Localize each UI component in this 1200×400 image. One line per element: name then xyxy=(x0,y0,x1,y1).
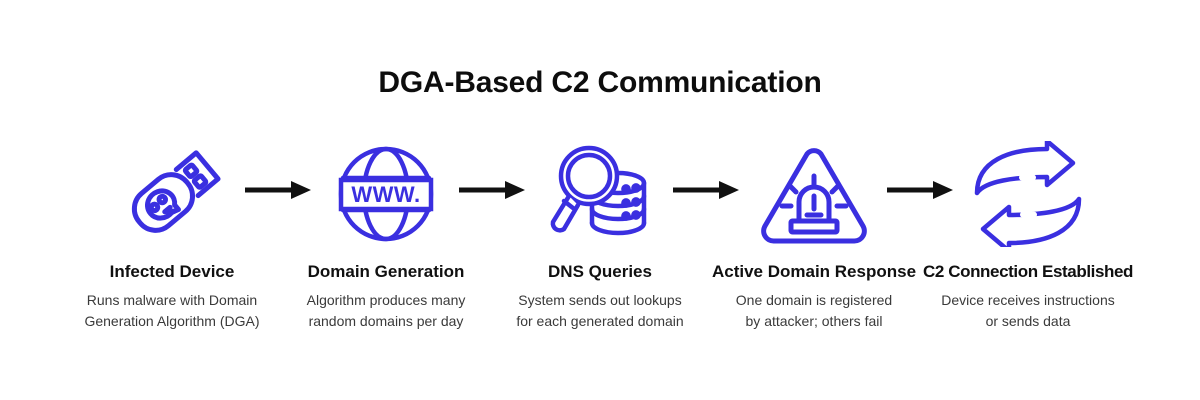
desc-line-1: Runs malware with Domain xyxy=(86,292,258,309)
desc-line-2: or sends data xyxy=(985,312,1071,329)
step-label: DNS Queries xyxy=(548,262,652,281)
desc-line-1: Device receives instructions xyxy=(941,292,1115,309)
step-description: Runs malware with Domain Generation Algo… xyxy=(84,290,259,331)
page-title: DGA-Based C2 Communication xyxy=(378,66,822,99)
step-label: Infected Device xyxy=(109,262,235,281)
usb-skull-icon xyxy=(112,138,232,250)
step-description: Algorithm produces many random domains p… xyxy=(307,290,466,331)
desc-line-1: System sends out lookups xyxy=(518,292,682,309)
desc-line-1: One domain is registered xyxy=(735,292,893,309)
globe-banner-text: WWW. xyxy=(351,182,420,207)
desc-line-1: Algorithm produces many xyxy=(306,292,466,309)
step-dns-queries: DNS Queries System sends out lookups for… xyxy=(493,138,707,331)
globe-www-icon: WWW. xyxy=(326,138,446,250)
desc-line-2: Generation Algorithm (DGA) xyxy=(84,312,260,329)
step-infected-device: Infected Device Runs malware with Domain… xyxy=(65,138,279,331)
flow-row: Infected Device Runs malware with Domain… xyxy=(0,138,1200,348)
step-label: Domain Generation xyxy=(307,262,465,281)
step-active-domain-response: Active Domain Response One domain is reg… xyxy=(707,138,921,331)
desc-line-2: for each generated domain xyxy=(516,312,684,329)
desc-line-2: random domains per day xyxy=(308,312,464,329)
desc-line-2: by attacker; others fail xyxy=(745,312,883,329)
step-label: C2 Connection Established xyxy=(922,262,1134,281)
step-domain-generation: WWW. Domain Generation Algorithm produce… xyxy=(279,138,493,331)
exchange-arrows-icon xyxy=(968,138,1088,250)
step-c2-connection-established: C2 Connection Established Device receive… xyxy=(921,138,1135,331)
magnifier-database-icon xyxy=(540,138,660,250)
step-description: Device receives instructions or sends da… xyxy=(941,290,1115,331)
warning-siren-icon xyxy=(754,138,874,250)
step-description: One domain is registered by attacker; ot… xyxy=(736,290,892,331)
step-description: System sends out lookups for each genera… xyxy=(516,290,683,331)
step-label: Active Domain Response xyxy=(711,262,917,281)
